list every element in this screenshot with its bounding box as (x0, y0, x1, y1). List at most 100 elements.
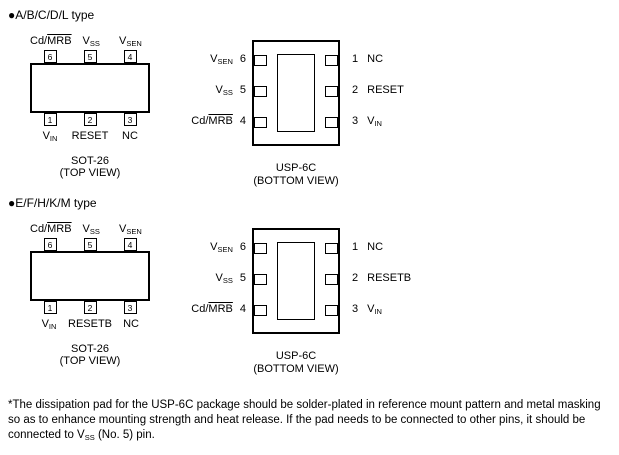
pin-label: NC (122, 130, 138, 142)
usp-right-pin-1: 1 NC (352, 53, 383, 65)
usp-right-pin-2: 2 RESETB (352, 272, 411, 284)
pin-box: 4 (123, 50, 137, 63)
pin-label: Cd/MRB (30, 35, 72, 47)
pin-box: 3 (123, 113, 137, 126)
pin-box: 6 (43, 238, 57, 251)
pin-label: VSEN (119, 223, 142, 236)
pin-pad (254, 55, 267, 66)
pin-number: 1 (352, 53, 359, 65)
pin-label: VSS (82, 35, 100, 48)
pin-pad (325, 86, 338, 97)
pin-number: 5 (239, 84, 246, 96)
pin-number: 3 (352, 303, 359, 315)
usp-diagram: VSEN 6 VSS 5 Cd/MRB 4 1 NC 2 RESETB 3 VIN (180, 228, 440, 340)
pin-label: NC (123, 318, 139, 330)
pin-number: 3 (352, 115, 359, 127)
pin-number: 1 (352, 241, 359, 253)
pin-pad (254, 243, 267, 254)
sot-bottom-pins: 1 2 3 (30, 113, 150, 126)
pin-label: VSEN (119, 35, 142, 48)
section-abcdl: ●A/B/C/D/L type Cd/MRB VSS VSEN 6 5 4 1 … (0, 8, 619, 196)
pin-pad (254, 86, 267, 97)
usp-left-pin-5: VSS 5 (180, 272, 246, 285)
sot-top-labels: Cd/MRB VSS VSEN (30, 34, 150, 48)
package-view: (BOTTOM VIEW) (253, 363, 339, 375)
pin-label: RESETB (367, 272, 412, 284)
usp-right-pin-2: 2 RESET (352, 84, 404, 96)
pin-box: 3 (123, 301, 137, 314)
pin-box: 5 (83, 50, 97, 63)
pin-label: NC (367, 53, 384, 65)
sot-bottom-pins: 1 2 3 (30, 301, 150, 314)
footnote: *The dissipation pad for the USP-6C pack… (8, 399, 601, 442)
sot-bottom-labels: VIN RESET NC (30, 129, 150, 143)
pin-pad (254, 305, 267, 316)
package-name: USP-6C (275, 162, 317, 174)
pin-pad (325, 117, 338, 128)
pin-box: 1 (43, 301, 57, 314)
pin-label: Cd/MRB (191, 303, 233, 315)
pin-box: 6 (43, 50, 57, 63)
pin-number: 6 (239, 53, 246, 65)
pin-label: VSS (215, 84, 233, 97)
pin-number: 2 (352, 272, 359, 284)
pin-label: VIN (367, 115, 382, 128)
section-heading: ●E/F/H/K/M type (8, 196, 97, 210)
sot-top-labels: Cd/MRB VSS VSEN (30, 222, 150, 236)
pin-label: VSEN (210, 53, 233, 66)
pin-label: VSS (215, 272, 233, 285)
pin-label: Cd/MRB (191, 115, 233, 127)
usp-diagram: VSEN 6 VSS 5 Cd/MRB 4 1 NC 2 RESET 3 VIN (180, 40, 440, 152)
sot-top-pins: 6 5 4 (30, 50, 150, 63)
package-name: USP-6C (275, 350, 317, 362)
pin-label: VIN (41, 318, 57, 331)
pin-label: RESET (71, 130, 109, 142)
pin-number: 6 (239, 241, 246, 253)
usp6c-package: VSEN 6 VSS 5 Cd/MRB 4 1 NC 2 RESETB 3 VIN USP-… (180, 228, 440, 375)
usp-package-outline (252, 228, 340, 334)
pin-label: NC (367, 241, 384, 253)
package-view: (BOTTOM VIEW) (253, 175, 339, 187)
dissipation-pad (277, 54, 315, 132)
package-body (30, 251, 150, 301)
pin-box: 4 (123, 238, 137, 251)
pin-pad (325, 243, 338, 254)
pin-pad (325, 305, 338, 316)
sot26-package: Cd/MRB VSS VSEN 6 5 4 1 2 3 VIN RESETB N… (30, 222, 150, 367)
pin-number: 5 (239, 272, 246, 284)
pin-label: VIN (42, 130, 58, 143)
package-name: SOT-26 (71, 343, 109, 355)
section-efhkm: ●E/F/H/K/M type Cd/MRB VSS VSEN 6 5 4 1 … (0, 196, 619, 384)
sot26-package: Cd/MRB VSS VSEN 6 5 4 1 2 3 VIN RESET NC… (30, 34, 150, 179)
usp6c-package: VSEN 6 VSS 5 Cd/MRB 4 1 NC 2 RESET 3 VIN USP-6… (180, 40, 440, 187)
pin-box: 1 (43, 113, 57, 126)
sot-bottom-labels: VIN RESETB NC (30, 317, 150, 331)
usp-right-pin-3: 3 VIN (352, 115, 382, 128)
pin-number: 2 (352, 84, 359, 96)
pin-pad (254, 117, 267, 128)
usp-left-pin-4: Cd/MRB 4 (180, 303, 246, 315)
pin-box: 2 (83, 301, 97, 314)
usp-package-outline (252, 40, 340, 146)
pin-box: 2 (83, 113, 97, 126)
pin-label: RESET (367, 84, 404, 96)
pin-label: VIN (367, 303, 382, 316)
usp-left-pin-6: VSEN 6 (180, 53, 246, 66)
usp-right-pin-1: 1 NC (352, 241, 383, 253)
pin-label: RESETB (68, 318, 113, 330)
pin-label: Cd/MRB (30, 223, 72, 235)
sot-top-pins: 6 5 4 (30, 238, 150, 251)
usp-left-pin-5: VSS 5 (180, 84, 246, 97)
pin-number: 4 (239, 115, 246, 127)
usp-right-pin-3: 3 VIN (352, 303, 382, 316)
usp-left-pin-4: Cd/MRB 4 (180, 115, 246, 127)
package-view: (TOP VIEW) (59, 355, 121, 367)
package-view: (TOP VIEW) (59, 167, 121, 179)
pin-pad (325, 55, 338, 66)
pin-number: 4 (239, 303, 246, 315)
pin-label: VSEN (210, 241, 233, 254)
usp-left-pin-6: VSEN 6 (180, 241, 246, 254)
pin-box: 5 (83, 238, 97, 251)
pin-label: VSS (82, 223, 100, 236)
